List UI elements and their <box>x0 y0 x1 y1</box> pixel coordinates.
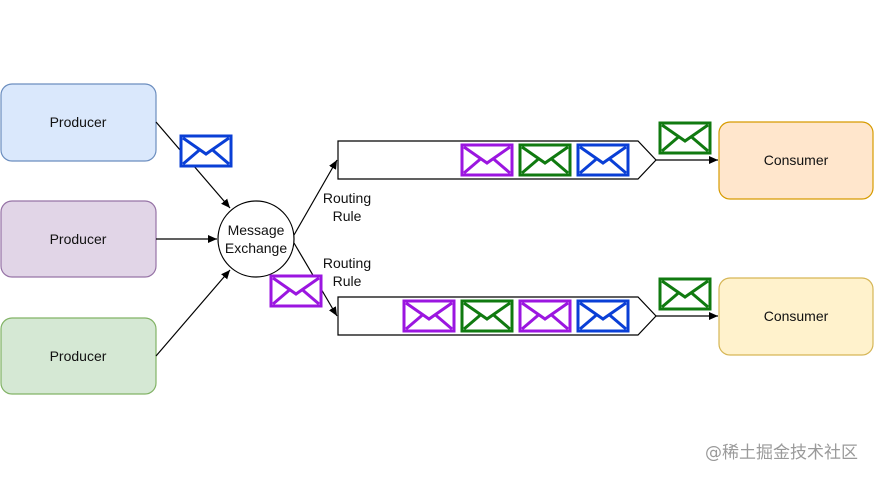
queue-2 <box>337 296 657 336</box>
routing-rule-1-line2: Rule <box>333 208 362 224</box>
envelope-icon-exchange-to-queue <box>269 274 323 308</box>
producer-1: Producer <box>0 83 157 162</box>
queue-1-envelope-icon <box>518 143 572 177</box>
queue-2-envelope-icon <box>402 299 456 333</box>
queue-2-envelope-icon <box>576 299 630 333</box>
in-transit-messages <box>179 121 712 311</box>
producer-3: Producer <box>0 317 157 395</box>
exchange-label-line1: Message <box>228 222 285 238</box>
routing-rule-1-line1: Routing <box>323 190 371 206</box>
consumer-1-label: Consumer <box>764 152 829 168</box>
consumer-1: Consumer <box>718 121 874 200</box>
queue-2-envelope-icon <box>518 299 572 333</box>
queue-1-messages <box>460 143 630 177</box>
producer-1-label: Producer <box>50 114 107 130</box>
envelope-icon-to-consumer-1 <box>658 121 712 155</box>
consumer-2-box <box>718 277 874 356</box>
queue-1 <box>337 140 657 180</box>
arrow-producer-3-to-exchange <box>155 269 231 357</box>
queue-1-envelope-icon <box>576 143 630 177</box>
routing-rule-2-line1: Routing <box>323 255 371 271</box>
consumer-1-box <box>718 121 874 200</box>
consumer-2-label: Consumer <box>764 308 829 324</box>
queue-1-envelope-icon <box>460 143 514 177</box>
envelope-icon-producer-to-exchange <box>179 134 233 168</box>
exchange-label-line2: Exchange <box>225 240 287 256</box>
watermark: @稀土掘金技术社区 <box>705 443 858 463</box>
producer-2-label: Producer <box>50 231 107 247</box>
envelope-icon-to-consumer-2 <box>658 277 712 311</box>
routing-rule-2-line2: Rule <box>333 273 362 289</box>
consumer-2: Consumer <box>718 277 874 356</box>
queue-2-messages <box>402 299 630 333</box>
producer-2: Producer <box>0 200 157 278</box>
message-exchange: Message Exchange <box>217 200 295 278</box>
producer-3-label: Producer <box>50 348 107 364</box>
queue-2-envelope-icon <box>460 299 514 333</box>
arrow-exchange-to-queue-1 <box>293 159 338 236</box>
message-exchange-circle <box>217 200 295 278</box>
